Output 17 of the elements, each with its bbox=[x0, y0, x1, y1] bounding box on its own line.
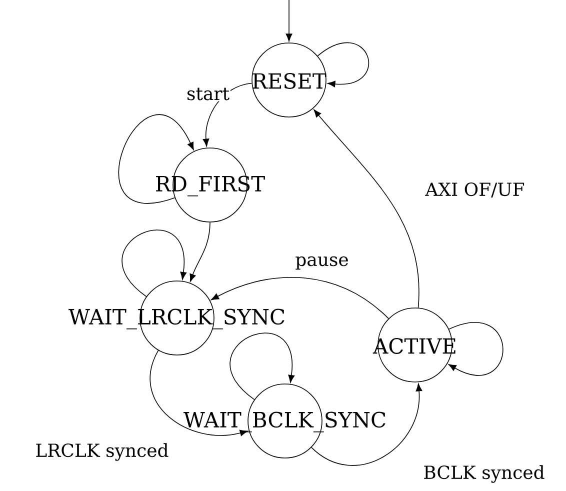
arrow bbox=[202, 82, 252, 147]
edge-label: BCLK synced bbox=[422, 464, 546, 484]
arrow bbox=[122, 230, 187, 297]
arrow bbox=[317, 42, 370, 88]
arrow bbox=[448, 322, 504, 376]
edge-label: AXI OF/UF bbox=[424, 181, 526, 199]
edge-label: LRCLK synced bbox=[34, 442, 170, 462]
arrow bbox=[311, 383, 422, 466]
edge-label: start bbox=[185, 86, 231, 102]
edge-label: pause bbox=[294, 255, 350, 271]
arrow bbox=[230, 333, 295, 400]
arrow bbox=[150, 350, 248, 436]
arrow bbox=[211, 276, 389, 319]
arrow bbox=[118, 115, 194, 204]
arrow bbox=[286, 0, 292, 42]
arrow bbox=[190, 222, 210, 282]
arrow bbox=[314, 109, 420, 308]
